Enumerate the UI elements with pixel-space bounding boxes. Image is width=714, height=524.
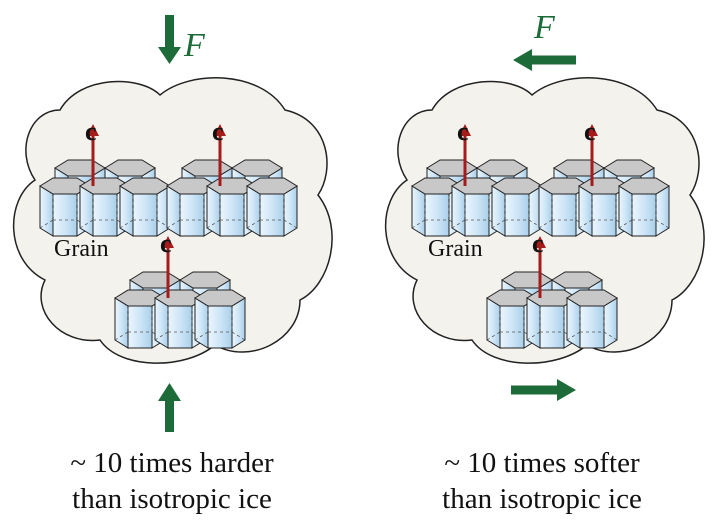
- right-bottom-shear-arrow: [511, 379, 576, 401]
- right-grain-3: c: [487, 229, 617, 348]
- left-panel: F c c c Grain ~ 10 times harder than iso…: [12, 15, 333, 515]
- right-grain-3-c-label: c: [532, 229, 544, 258]
- left-bottom-force-arrow: [158, 383, 181, 432]
- left-caption-line2: than isotropic ice: [72, 483, 272, 515]
- left-grain-2: c: [167, 117, 297, 236]
- right-caption-line2: than isotropic ice: [442, 483, 642, 515]
- left-grain-2-c-label: c: [212, 117, 224, 146]
- right-caption-line1: ~ 10 times softer: [444, 447, 640, 479]
- right-top-shear-arrow: [513, 49, 576, 71]
- right-grain-1-c-label: c: [457, 117, 469, 146]
- right-grain-2-c-label: c: [584, 117, 596, 146]
- left-force-label: F: [183, 27, 206, 64]
- right-grain-1: c: [412, 117, 542, 236]
- left-grain-3: c: [115, 229, 245, 348]
- left-grain-1: c: [40, 117, 170, 236]
- left-top-force-arrow: [158, 15, 181, 64]
- right-grain-label: Grain: [428, 236, 483, 262]
- right-grain-2: c: [539, 117, 669, 236]
- right-panel: F c c c Grain ~ 10 times softer than iso…: [384, 9, 705, 515]
- left-grain-label: Grain: [54, 236, 109, 262]
- right-force-label: F: [533, 9, 556, 46]
- left-grain-1-c-label: c: [85, 117, 97, 146]
- left-caption-line1: ~ 10 times harder: [70, 447, 274, 479]
- left-grain-3-c-label: c: [160, 229, 172, 258]
